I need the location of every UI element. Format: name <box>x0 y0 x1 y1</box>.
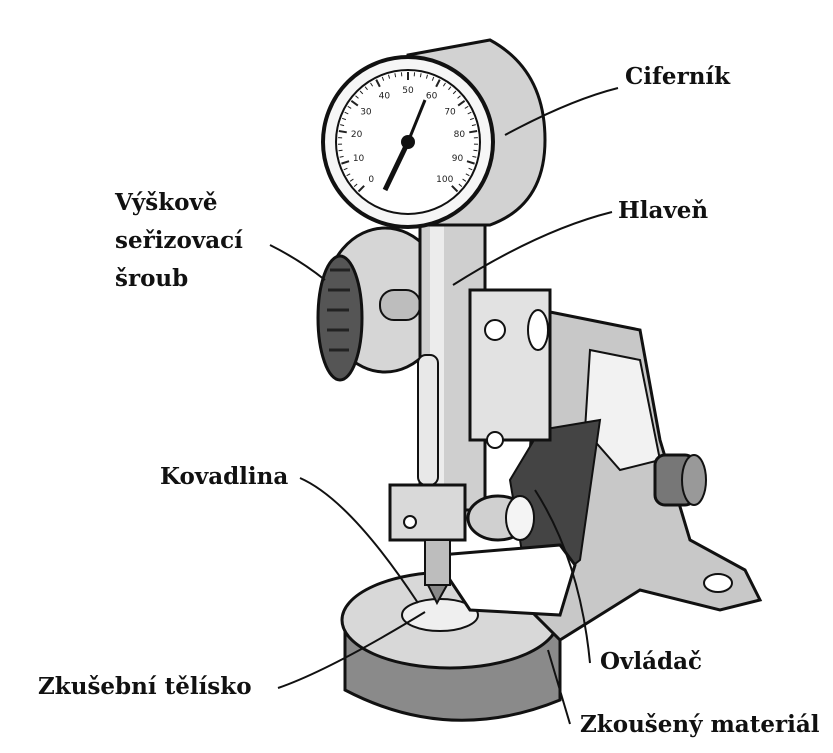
label-height-screw-line2: seřizovací <box>115 224 243 258</box>
gauge-scale-number: 80 <box>454 130 466 140</box>
label-barrel: Hlaveň <box>618 194 708 228</box>
gauge-tick <box>339 131 347 132</box>
gauge-scale-number: 60 <box>426 92 438 102</box>
label-height-screw-line1: Výškově <box>115 186 218 220</box>
gauge-hub <box>401 135 415 149</box>
leader-height-screw <box>270 245 325 280</box>
gauge-scale-number: 20 <box>351 130 363 140</box>
side-knob <box>655 455 706 505</box>
gauge-tick <box>339 150 343 151</box>
label-height-screw-line3: šroub <box>115 262 188 296</box>
gauge-scale-number: 50 <box>402 86 414 96</box>
gauge-scale-number: 90 <box>452 154 464 164</box>
label-actuator: Ovládač <box>600 645 702 679</box>
label-tested-material: Zkoušený materiál <box>580 708 819 742</box>
gauge-tick <box>473 150 477 151</box>
actuator-knob <box>468 496 534 540</box>
gauge-scale-number: 100 <box>436 175 453 185</box>
dial-gauge: 0 10 20 30 40 50 60 70 80 90 100 <box>323 40 545 227</box>
gauge-scale-number: 0 <box>368 175 374 185</box>
gauge-scale-number: 40 <box>379 92 391 102</box>
gauge-scale-number: 70 <box>444 107 456 117</box>
gauge-scale-number: 10 <box>353 154 365 164</box>
label-test-specimen: Zkušební tělísko <box>38 670 252 704</box>
label-dial: Ciferník <box>625 60 730 94</box>
label-anvil: Kovadlina <box>160 460 288 494</box>
gauge-scale-number: 30 <box>360 107 372 117</box>
gauge-tick <box>469 131 477 132</box>
